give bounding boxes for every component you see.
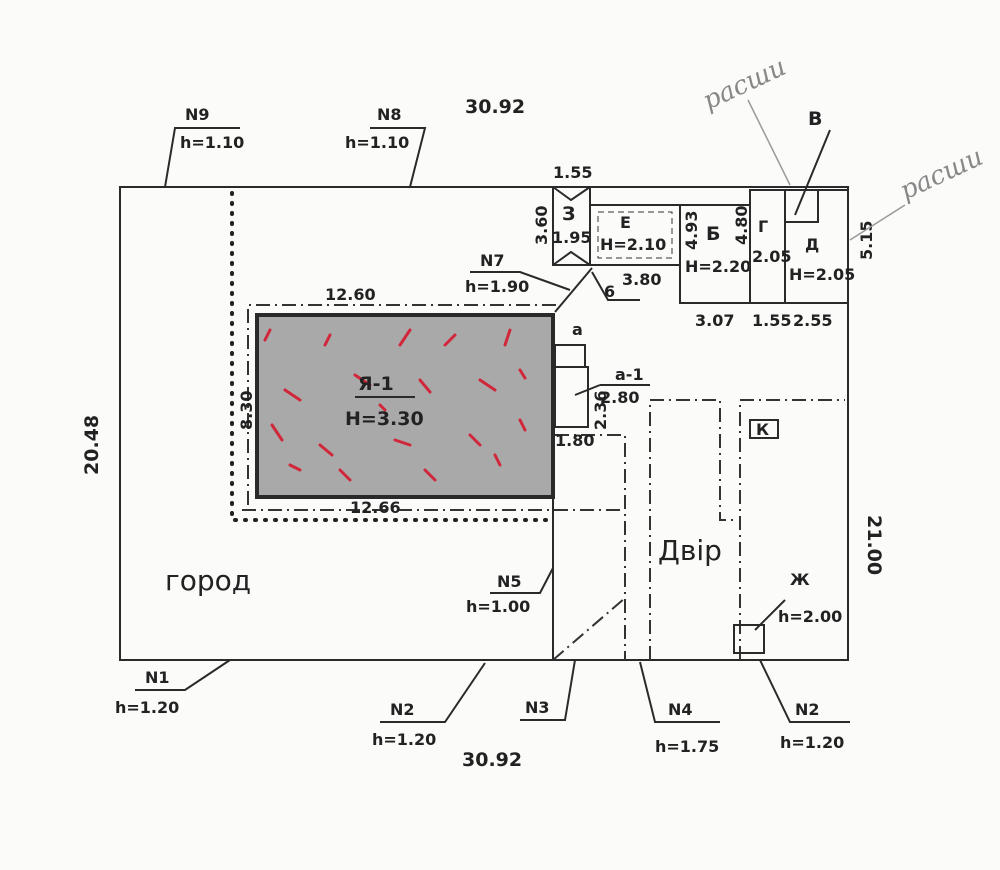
handwritten-note-2: расши [895, 142, 988, 206]
d-label: Д [805, 235, 819, 254]
d-side: 5.15 [857, 221, 876, 260]
n4-id: N4 [668, 700, 693, 719]
n7-h: h=1.90 [465, 277, 529, 296]
e-width: 3.80 [622, 270, 661, 289]
building-a1 [554, 366, 589, 428]
well-k [749, 419, 779, 439]
n7-id: N7 [480, 251, 505, 270]
n1-id: N1 [145, 668, 170, 687]
e-label: Е [620, 213, 631, 232]
stair-line [554, 267, 593, 313]
ya1-top-dim: 12.60 [325, 285, 376, 304]
n5-h: h=1.00 [466, 597, 530, 616]
b-label: Б [706, 223, 720, 245]
z-label: З [562, 203, 576, 225]
n8-h: h=1.10 [345, 133, 409, 152]
n9-leader [164, 127, 240, 188]
yard-line-2 [739, 399, 845, 660]
ya1-height: Н=3.30 [345, 408, 424, 430]
gate-line [552, 597, 626, 661]
top-length: 30.92 [465, 96, 525, 118]
b-side2: 4.80 [732, 206, 751, 245]
b-width: 3.07 [695, 311, 734, 330]
n1-leader [135, 659, 231, 691]
n1-h: h=1.20 [115, 698, 179, 717]
six-leader [591, 271, 640, 301]
n4-leader [639, 661, 720, 723]
n2b-leader [759, 659, 850, 723]
left-length: 20.48 [81, 415, 103, 475]
b-side1: 4.93 [682, 211, 701, 250]
yard-line-1 [649, 399, 735, 660]
n3-id: N3 [525, 698, 550, 717]
a1-label: а-1 [615, 365, 644, 384]
n2b-id: N2 [795, 700, 820, 719]
zh-height: h=2.00 [778, 607, 842, 626]
ya1-side-dim: 8.30 [237, 391, 256, 430]
a1-width: 1.80 [555, 431, 594, 450]
n4-h: h=1.75 [655, 737, 719, 756]
n8-leader [370, 127, 427, 188]
building-a [554, 344, 586, 368]
n2b-h: h=1.20 [780, 733, 844, 752]
v-leader [794, 129, 831, 216]
ya1-label: Я-1 [358, 373, 394, 395]
b-height: Н=2.20 [685, 257, 751, 276]
d-width: 2.55 [793, 311, 832, 330]
six-label: 6 [604, 282, 615, 301]
yard-line-3 [555, 434, 626, 660]
k-label: К [756, 420, 769, 439]
d-height: Н=2.05 [789, 265, 855, 284]
z-width: 1.55 [553, 163, 592, 182]
note-leader-2 [849, 204, 906, 241]
note-leader-1 [747, 99, 791, 186]
n2-id: N2 [390, 700, 415, 719]
v-label: В [808, 108, 822, 130]
z-height: 1.95 [552, 228, 591, 247]
red-marks [263, 328, 527, 482]
z-hatch-bottom [552, 250, 591, 266]
n2-leader [380, 662, 486, 723]
g-label: Г [758, 217, 768, 236]
n3-leader [520, 659, 576, 721]
n2-h: h=1.20 [372, 730, 436, 749]
n9-h: h=1.10 [180, 133, 244, 152]
ya1-bottom-dim: 12.66 [350, 498, 401, 517]
handwritten-note-1: расши [698, 52, 791, 116]
garden-label: город [165, 564, 251, 597]
right-length: 21.00 [863, 515, 885, 575]
n7-leader [470, 271, 571, 291]
plot-boundary [119, 186, 849, 661]
e-height: Н=2.10 [600, 235, 666, 254]
bottom-length: 30.92 [462, 749, 522, 771]
g-width: 1.55 [752, 311, 791, 330]
building-zh [733, 624, 765, 654]
zh-leader [754, 599, 786, 631]
z-hatch-top [552, 186, 591, 202]
n5-id: N5 [497, 572, 522, 591]
zh-label: Ж [790, 570, 810, 589]
n5-leader [490, 567, 554, 594]
garden-dotted-line [230, 191, 552, 522]
a1-side: 2.36 [591, 391, 610, 430]
z-side: 3.60 [532, 206, 551, 245]
n9-id: N9 [185, 105, 210, 124]
yard-label: Двір [658, 534, 722, 567]
g-height: 2.05 [752, 247, 791, 266]
a1-height: 2.80 [600, 388, 639, 407]
a1-leader [574, 384, 601, 396]
a-label: а [572, 320, 583, 339]
building-v [784, 189, 819, 223]
n8-id: N8 [377, 105, 402, 124]
